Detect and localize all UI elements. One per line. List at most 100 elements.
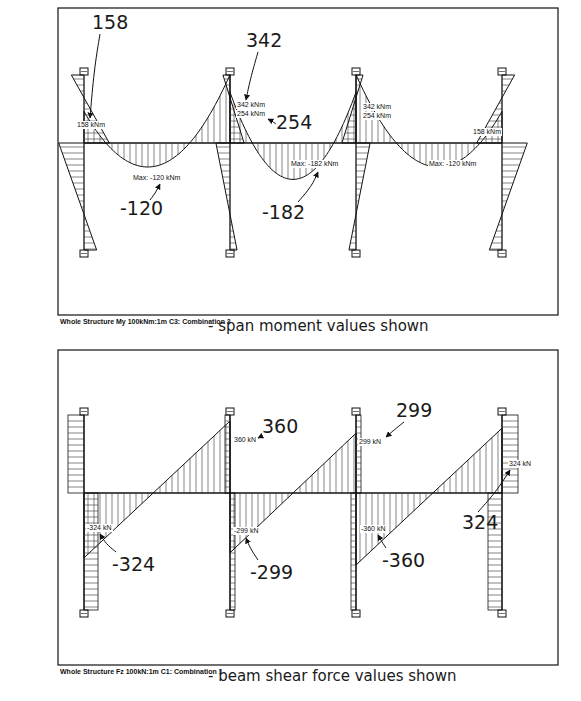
diagram-hatch bbox=[84, 243, 94, 244]
diagram-hatch bbox=[352, 237, 356, 238]
diagram-hatch bbox=[84, 109, 90, 110]
diagram-hatch bbox=[494, 237, 502, 238]
diagram-hatch bbox=[229, 207, 230, 208]
diagram-hatch bbox=[230, 115, 235, 116]
diagram-hatch bbox=[351, 517, 356, 518]
diagram-hatch bbox=[84, 535, 98, 536]
support-hatch bbox=[499, 71, 505, 72]
leader-arrow bbox=[268, 119, 276, 124]
diagram-hatch bbox=[356, 171, 365, 172]
diagram-hatch bbox=[502, 457, 518, 458]
diagram-hatch bbox=[324, 143, 325, 158]
diagram-hatch bbox=[356, 177, 363, 178]
shear-value: -360 kN bbox=[360, 525, 387, 533]
shear-value: 299 kN bbox=[358, 438, 382, 446]
moment-value: 158 kNm bbox=[76, 121, 106, 129]
support-hatch bbox=[227, 411, 233, 412]
diagram-hatch bbox=[214, 436, 215, 493]
diagram-hatch bbox=[84, 517, 98, 518]
support-symbol bbox=[498, 68, 506, 75]
diagram-hatch bbox=[225, 451, 230, 452]
diagram-hatch bbox=[479, 139, 502, 140]
moment-curve bbox=[230, 92, 356, 179]
diagram-hatch bbox=[356, 97, 357, 98]
diagram-hatch bbox=[178, 143, 179, 155]
diagram-hatch bbox=[351, 565, 356, 566]
diagram-hatch bbox=[64, 159, 84, 160]
diagram-hatch bbox=[230, 121, 237, 122]
diagram-hatch bbox=[396, 493, 397, 528]
diagram-hatch bbox=[351, 547, 356, 548]
diagram-hatch bbox=[219, 159, 230, 160]
diagram-hatch bbox=[498, 225, 502, 226]
diagram-hatch bbox=[230, 583, 235, 584]
shear-value: 360 kN bbox=[233, 436, 257, 444]
diagram-hatch bbox=[264, 143, 265, 161]
diagram-hatch bbox=[124, 143, 125, 159]
diagram-hatch bbox=[84, 583, 98, 584]
diagram-hatch bbox=[225, 469, 230, 470]
leader-arrow bbox=[100, 534, 116, 552]
diagram-hatch bbox=[154, 143, 155, 166]
diagram-hatch bbox=[384, 127, 385, 143]
moment-value: 342 kNm bbox=[236, 101, 266, 109]
diagram-hatch bbox=[282, 143, 283, 177]
support-symbol bbox=[352, 250, 360, 257]
column-shear-block bbox=[230, 493, 235, 610]
diagram-hatch bbox=[214, 107, 215, 143]
diagram-hatch bbox=[354, 435, 355, 493]
diagram-hatch bbox=[230, 219, 232, 220]
diagram-hatch bbox=[351, 583, 356, 584]
support-symbol bbox=[80, 408, 88, 415]
moment-value: Max: -120 kNm bbox=[428, 160, 477, 168]
diagram-hatch bbox=[351, 577, 356, 578]
diagram-hatch bbox=[468, 460, 469, 493]
diagram-hatch bbox=[84, 225, 88, 226]
diagram-hatch bbox=[240, 493, 241, 543]
support-symbol bbox=[80, 610, 88, 617]
diagram-hatch bbox=[230, 607, 235, 608]
diagram-hatch bbox=[502, 481, 518, 482]
diagram-hatch bbox=[502, 153, 524, 154]
diagram-hatch bbox=[84, 505, 98, 506]
diagram-hatch bbox=[414, 493, 415, 511]
diagram-hatch bbox=[408, 493, 409, 516]
diagram-hatch bbox=[230, 601, 235, 602]
diagram-hatch bbox=[68, 487, 84, 488]
diagram-hatch bbox=[84, 115, 94, 116]
support-symbol bbox=[226, 68, 234, 75]
diagram-hatch bbox=[456, 471, 457, 493]
diagram-hatch bbox=[486, 443, 487, 493]
diagram-hatch bbox=[488, 559, 502, 560]
column-shear-block bbox=[502, 415, 518, 493]
diagram-hatch bbox=[349, 121, 356, 122]
diagram-hatch bbox=[184, 464, 185, 493]
diagram-hatch bbox=[230, 109, 234, 110]
diagram-hatch bbox=[324, 464, 325, 493]
diagram-hatch bbox=[84, 565, 98, 566]
diagram-hatch bbox=[77, 195, 84, 196]
diagram-hatch bbox=[68, 433, 84, 434]
support-hatch bbox=[499, 613, 505, 614]
support-hatch bbox=[499, 253, 505, 254]
diagram-caption: Whole Structure Fz 100kN:1m C1: Combinat… bbox=[60, 668, 223, 676]
diagram-hatch bbox=[356, 85, 360, 86]
diagram-hatch bbox=[68, 421, 84, 422]
support-hatch bbox=[81, 613, 87, 614]
diagram-hatch bbox=[502, 445, 518, 446]
diagram-caption: Whole Structure My 100kNm:1m C3: Combina… bbox=[60, 318, 231, 326]
moment-value: Max: -120 kNm bbox=[132, 174, 181, 182]
diagram-hatch bbox=[81, 207, 84, 208]
diagram-hatch bbox=[355, 219, 357, 220]
diagram-hatch bbox=[312, 475, 313, 493]
diagram-hatch bbox=[488, 595, 502, 596]
diagram-hatch bbox=[288, 143, 289, 179]
diagram-hatch bbox=[351, 595, 356, 596]
diagram-hatch bbox=[84, 133, 104, 134]
diagram-hatch bbox=[270, 493, 271, 515]
diagram-hatch bbox=[282, 493, 283, 503]
diagram-hatch bbox=[83, 213, 84, 214]
diagram-hatch bbox=[351, 541, 356, 542]
moment-value: 254 kNm bbox=[236, 110, 266, 118]
